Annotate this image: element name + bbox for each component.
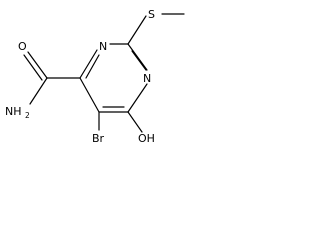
bonds: [23, 13, 185, 133]
atom-hydroxyl: OH: [138, 132, 155, 145]
atom-amide-subscript: 2: [25, 111, 30, 120]
bond-c2-n3: [127, 43, 148, 71]
atom-bromine: Br: [92, 132, 105, 145]
atom-n-left: N: [99, 40, 107, 53]
atom-amide-nitrogen: NH: [5, 105, 22, 118]
bond-c2-n3-double: [131, 50, 147, 71]
structure-diagram: N N S O NH 2 Br OH: [5, 8, 185, 145]
bond-c5-c6: [79, 77, 100, 113]
bond-c6-n1-double: [85, 54, 100, 79]
bond-c2-s: [127, 15, 147, 45]
atom-labels: N N S O NH 2 Br OH: [5, 8, 155, 145]
bond-c4-oh: [127, 111, 143, 133]
atom-carbonyl-oxygen: O: [18, 40, 27, 53]
bond-carbonyl-o-double: [23, 54, 43, 81]
bond-n3-c4: [127, 83, 148, 113]
bond-carbonyl-n: [29, 77, 48, 105]
atom-sulfur: S: [148, 8, 155, 21]
atom-n-right: N: [143, 72, 151, 85]
bond-carbonyl-o: [27, 51, 48, 79]
bond-c6-n1: [79, 49, 98, 79]
